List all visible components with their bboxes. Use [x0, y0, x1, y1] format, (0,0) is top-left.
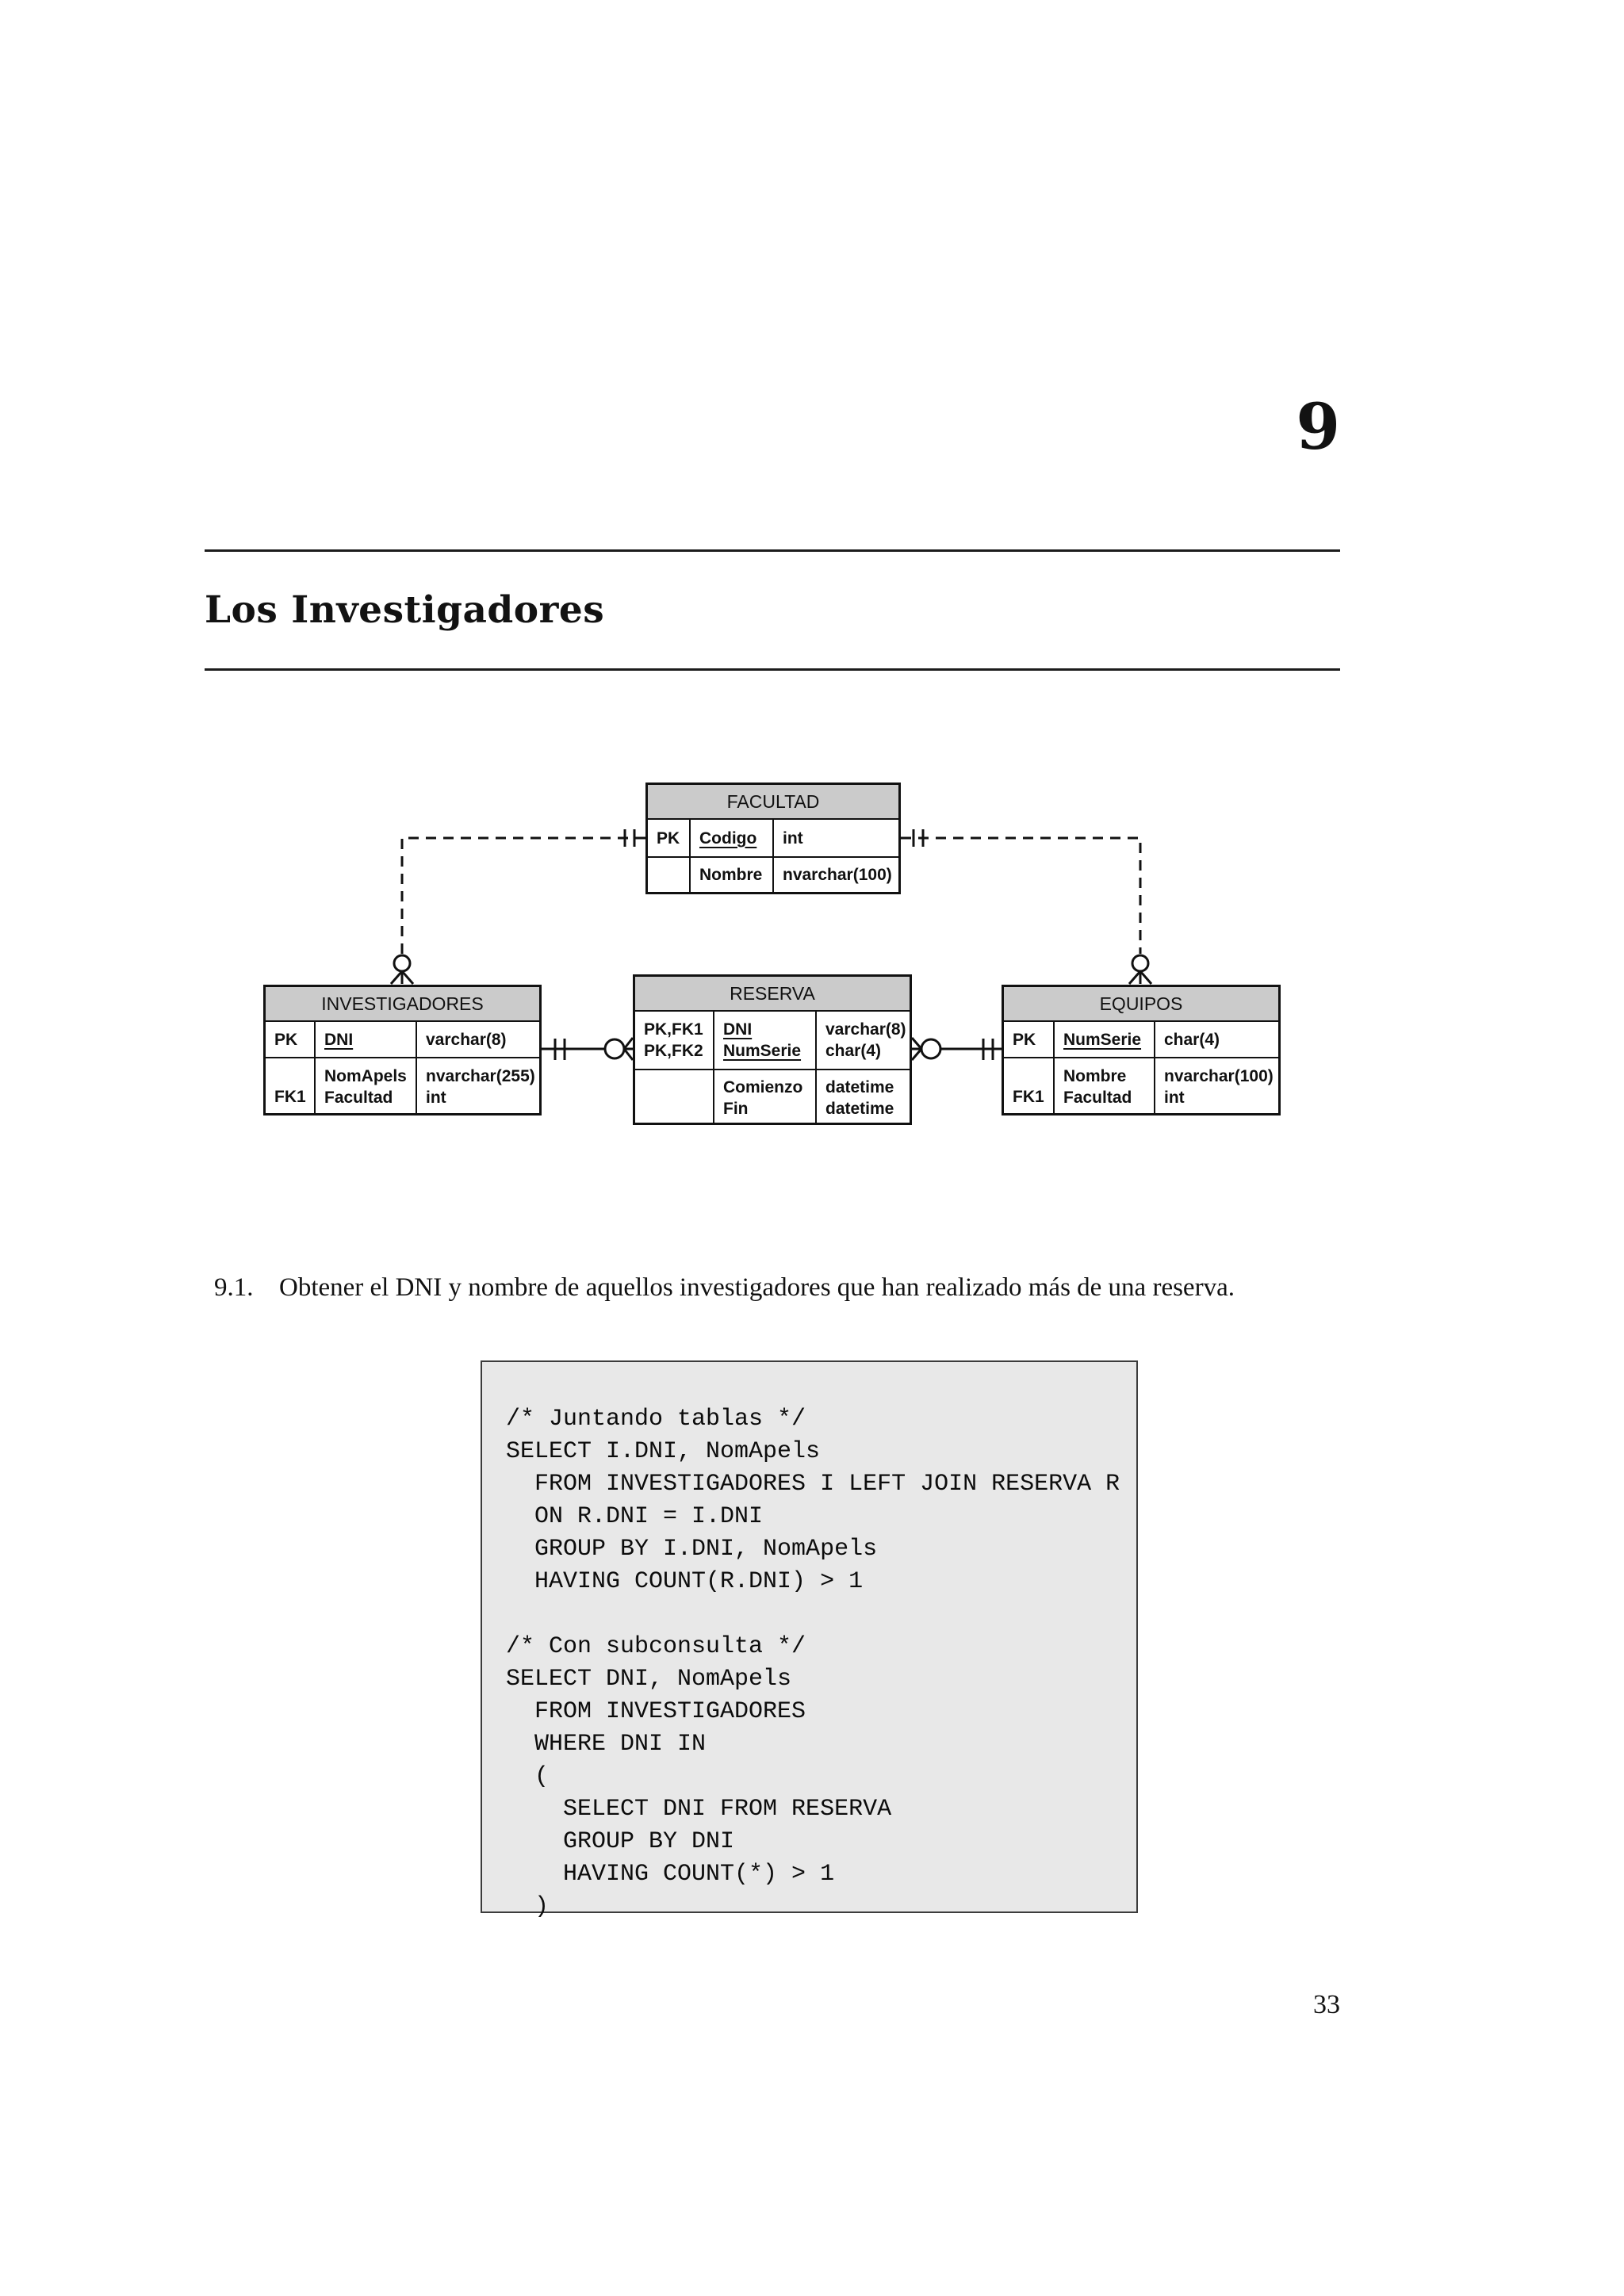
er-cell-type: varchar(8) char(4) [815, 1012, 910, 1069]
exercise-number: 9.1. [214, 1273, 254, 1302]
er-cell-type: nvarchar(100) [772, 856, 898, 892]
er-cell-field: Nombre [689, 856, 772, 892]
er-cell-type: varchar(8) [416, 1022, 539, 1057]
er-cell-key: PK [274, 1030, 298, 1049]
exercise-item: 9.1. Obtener el DNI y nombre de aquellos… [205, 1269, 1343, 1307]
exercise-text: Obtener el DNI y nombre de aquellos inve… [279, 1273, 1235, 1302]
er-cell-field: Comienzo Fin [713, 1069, 815, 1125]
heading-rule-bottom [205, 668, 1340, 671]
er-cell-type: nvarchar(100) int [1154, 1057, 1278, 1115]
er-cell-field: NomApels Facultad [314, 1057, 416, 1115]
er-cell-key: FK1 [266, 1057, 314, 1115]
er-cell-key [648, 856, 689, 892]
er-table-equipos: EQUIPOS PK NumSerie char(4) FK1 Nombre F… [1002, 985, 1281, 1115]
er-cell-type: int [772, 820, 898, 856]
er-table-title: EQUIPOS [1004, 987, 1278, 1022]
er-cell-field: Nombre Facultad [1053, 1057, 1154, 1115]
er-table-reserva: RESERVA PK,FK1 PK,FK2 DNI NumSerie varch… [633, 974, 912, 1125]
er-cell-field: DNI [314, 1022, 416, 1057]
er-cell-key: FK1 [1004, 1057, 1053, 1115]
er-table-title: RESERVA [635, 977, 910, 1012]
chapter-number: 9 [1296, 389, 1340, 464]
er-cell-type: datetime datetime [815, 1069, 910, 1125]
er-cell-type: char(4) [1154, 1022, 1278, 1057]
er-table-title: FACULTAD [648, 785, 898, 820]
er-cell-field: Codigo [689, 820, 772, 856]
er-table-title: INVESTIGADORES [266, 987, 539, 1022]
er-table-facultad: FACULTAD PK Codigo int Nombre nvarchar(1… [645, 783, 901, 894]
er-table-investigadores: INVESTIGADORES PK DNI varchar(8) FK1 Nom… [263, 985, 542, 1115]
section-title: Los Investigadores [205, 588, 605, 632]
page-number: 33 [1313, 1990, 1340, 2019]
heading-rule-top [205, 549, 1340, 552]
er-cell-field: DNI NumSerie [713, 1012, 815, 1069]
er-cell-key: PK,FK1 PK,FK2 [644, 1020, 703, 1060]
sql-code-block: /* Juntando tablas */ SELECT I.DNI, NomA… [481, 1360, 1138, 1920]
er-cell-key: PK [657, 828, 680, 848]
sql-code: /* Juntando tablas */ SELECT I.DNI, NomA… [506, 1406, 1120, 1920]
er-cell-key: PK [1013, 1030, 1036, 1049]
er-cell-type: nvarchar(255) int [416, 1057, 539, 1115]
er-cell-field: NumSerie [1053, 1022, 1154, 1057]
er-cell-key [635, 1069, 713, 1125]
